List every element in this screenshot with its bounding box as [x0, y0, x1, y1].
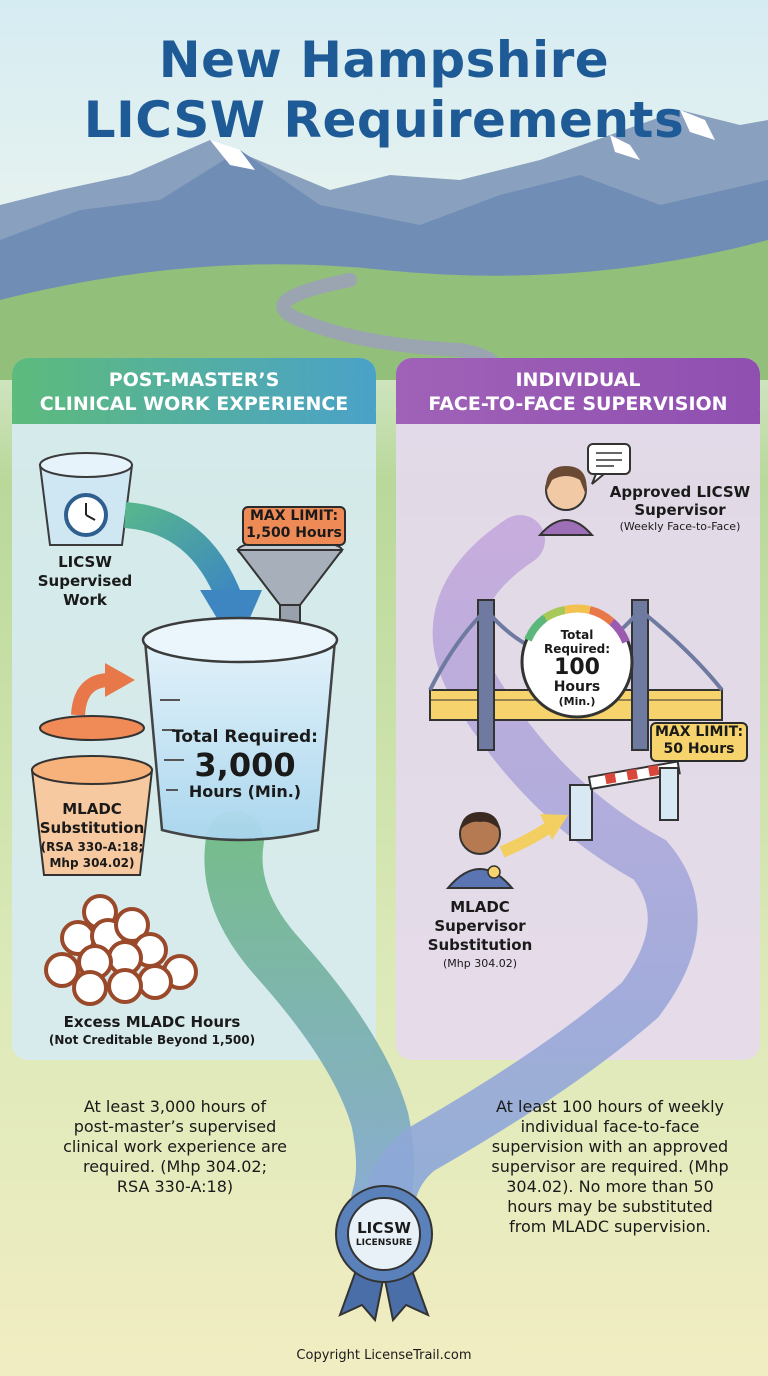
- left-max-limit-tag: MAX LIMIT: 1,500 Hours: [242, 506, 346, 546]
- gauge-value: 100: [554, 655, 600, 680]
- mladc-substitution-line2: Substitution: [39, 819, 145, 837]
- left-summary-line4: required. (Mhp 304.02;: [82, 1157, 267, 1176]
- left-max-limit-line2: 1,500 Hours: [246, 525, 342, 541]
- speech-bubble-icon: [587, 443, 631, 485]
- mladc-supervisor-line1: MLADC: [450, 898, 510, 916]
- source-label-line1: LICSW: [58, 553, 112, 571]
- mladc-substitution-line1: MLADC: [62, 800, 122, 818]
- total-required-label: Total Required:: [172, 727, 318, 747]
- mladc-supervisor-line4: (Mhp 304.02): [442, 957, 517, 970]
- required-hours-gauge: [520, 604, 634, 719]
- copyright-footer: Copyright LicenseTrail.com: [296, 1348, 472, 1363]
- mladc-substitution-line3: (RSA 330-A:18;: [40, 840, 144, 854]
- left-max-limit-line1: MAX LIMIT:: [249, 508, 339, 524]
- mladc-supervisor-avatar: [445, 812, 515, 889]
- purple-flow-path: [365, 515, 698, 1225]
- gauge-label-line4: Hours: [553, 679, 601, 695]
- excess-hours-note: (Not Creditable Beyond 1,500): [48, 1033, 256, 1047]
- source-label-line2: Supervised: [37, 572, 133, 590]
- mladc-supervisor-line3: Substitution: [427, 936, 533, 954]
- supervised-work-bucket: [38, 452, 134, 546]
- left-panel-header-line1: POST-MASTER’S: [108, 369, 280, 391]
- source-label-line3: Work: [63, 591, 107, 609]
- left-summary-line5: RSA 330-A:18): [116, 1177, 234, 1196]
- flow-arrow: [123, 502, 243, 605]
- right-summary-line2: individual face-to-face: [520, 1117, 700, 1136]
- right-max-limit-line1: MAX LIMIT:: [654, 724, 744, 740]
- left-summary-line1: At least 3,000 hours of: [83, 1097, 267, 1116]
- mladc-substitution-line4: Mhp 304.02): [49, 856, 135, 870]
- right-summary-line6: hours may be substituted: [507, 1197, 713, 1216]
- badge-label-line1: LICSW: [357, 1219, 411, 1237]
- mladc-bucket: [30, 715, 154, 876]
- mountain-range: [0, 110, 768, 380]
- right-max-limit-tag: MAX LIMIT: 50 Hours: [650, 722, 748, 762]
- toll-gate-barrier: [569, 760, 681, 841]
- mladc-supervisor-line2: Supervisor: [434, 917, 526, 935]
- supervisor-avatar: [537, 466, 595, 536]
- right-summary-line1: At least 100 hours of weekly: [496, 1097, 724, 1116]
- mladc-arrow: [499, 822, 552, 858]
- supervisor-label-line2: Supervisor: [634, 501, 726, 519]
- gauge-label-line5: (Min.): [558, 695, 596, 708]
- total-required-value: 3,000: [194, 746, 296, 784]
- total-required-beaker: [141, 616, 339, 842]
- right-panel-header-line2: FACE-TO-FACE SUPERVISION: [428, 393, 728, 415]
- total-required-unit: Hours (Min.): [188, 782, 302, 801]
- right-max-limit-line2: 50 Hours: [663, 741, 735, 757]
- left-summary-line3: clinical work experience are: [63, 1137, 287, 1156]
- excess-clocks-pile: [44, 894, 198, 1006]
- gauge-label-line2: Required:: [543, 642, 611, 656]
- licensure-ribbon-badge: [335, 1185, 433, 1323]
- page-title-line2: LICSW Requirements: [83, 91, 685, 149]
- right-summary-line4: supervisor are required. (Mhp: [491, 1157, 729, 1176]
- left-panel-header-line2: CLINICAL WORK EXPERIENCE: [39, 393, 349, 415]
- supervisor-label-line1: Approved LICSW: [609, 483, 751, 501]
- supervisor-label-line3: (Weekly Face-to-Face): [619, 520, 741, 533]
- left-summary-line2: post-master’s supervised: [73, 1117, 277, 1136]
- excess-hours-label: Excess MLADC Hours: [63, 1013, 241, 1031]
- right-panel-header-line1: INDIVIDUAL: [515, 369, 641, 391]
- page-title-line1: New Hampshire: [158, 31, 610, 89]
- right-summary-line5: 304.02). No more than 50: [506, 1177, 714, 1196]
- gauge-label-line1: Total: [560, 628, 594, 642]
- right-summary-line7: from MLADC supervision.: [509, 1217, 711, 1236]
- badge-label-line2: LICENSURE: [355, 1238, 413, 1248]
- right-summary-line3: supervision with an approved: [491, 1137, 729, 1156]
